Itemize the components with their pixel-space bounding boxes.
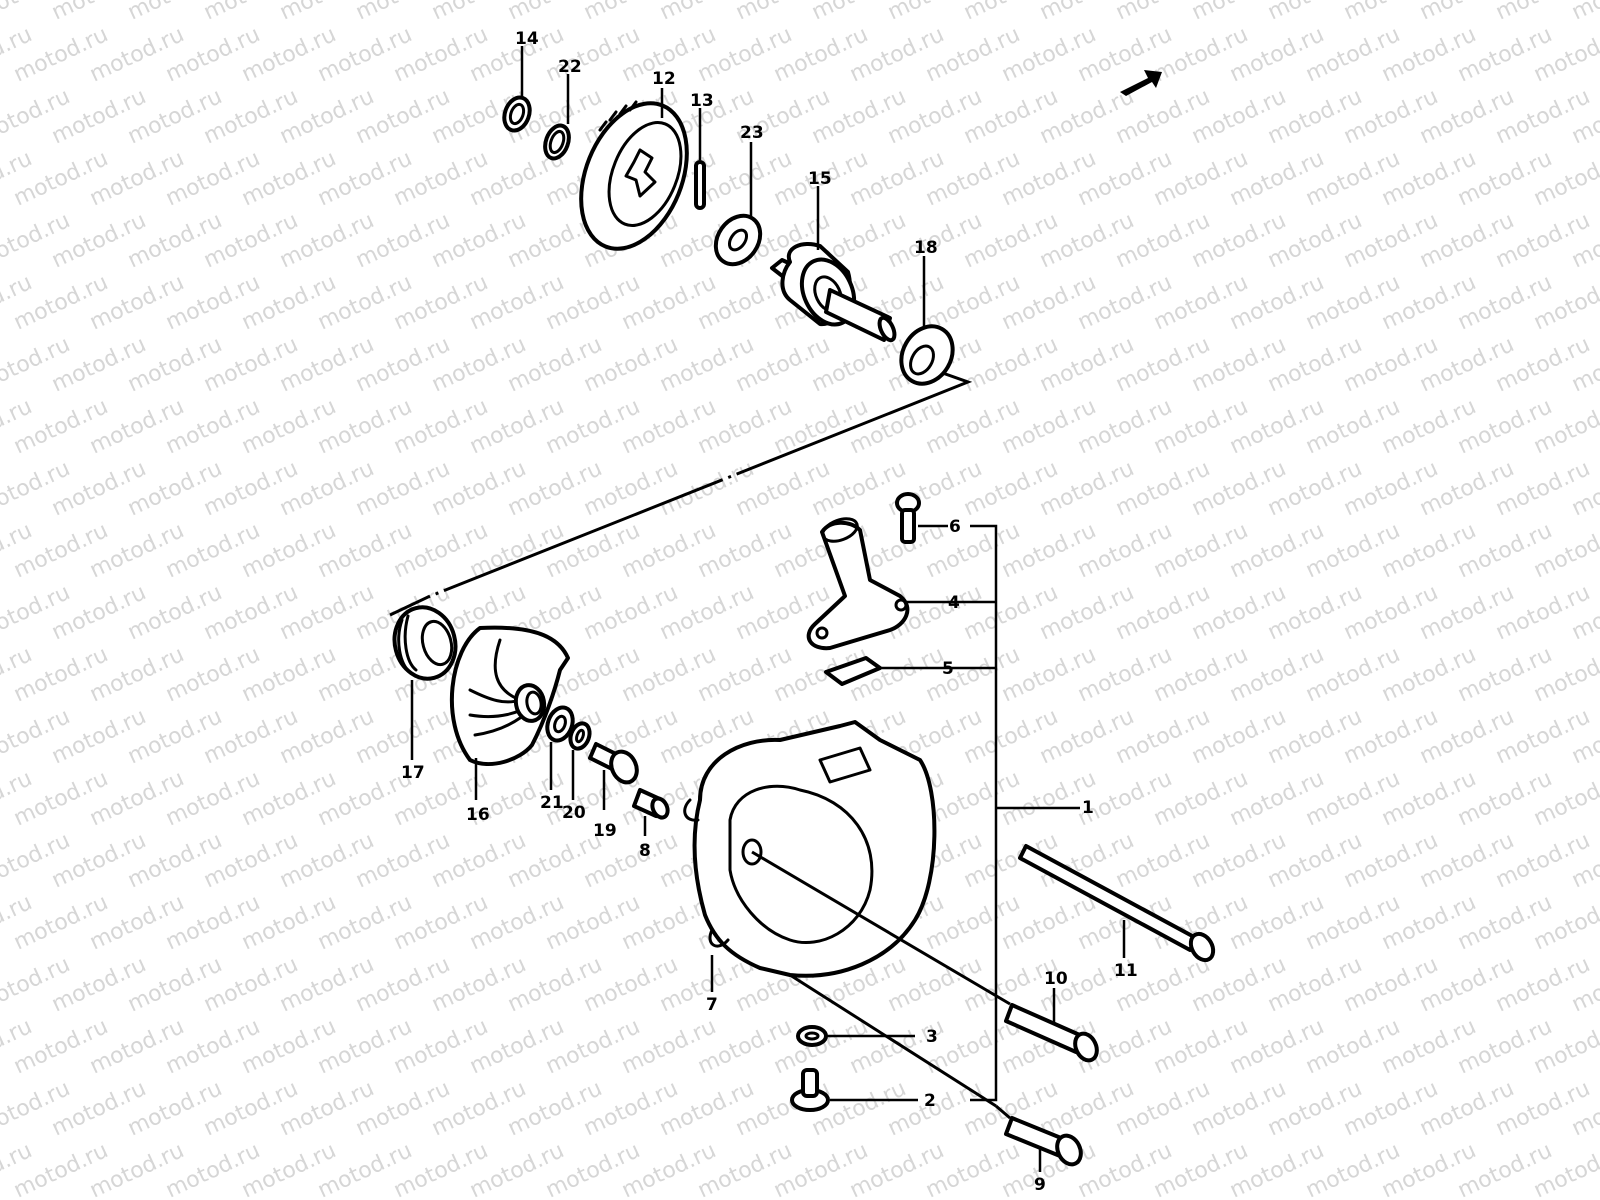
part-19-impeller-bolt [588, 742, 639, 785]
callout-1: 1 [1082, 798, 1094, 818]
callout-15: 15 [808, 169, 832, 189]
part-10-screw [1004, 1003, 1099, 1063]
part-6-screw [895, 492, 921, 544]
callout-16: 16 [466, 805, 490, 825]
callout-2: 2 [924, 1091, 936, 1111]
part-20-washer [568, 721, 592, 751]
callout-17: 17 [401, 763, 425, 783]
callout-3: 3 [926, 1027, 938, 1047]
callout-19: 19 [593, 821, 617, 841]
part-12-driven-gear [579, 100, 689, 251]
callout-18: 18 [914, 238, 938, 258]
callout-12: 12 [652, 69, 676, 89]
callout-14: 14 [515, 29, 539, 49]
part-11-long-screw [1018, 844, 1216, 963]
part-3-washer [796, 1025, 828, 1047]
watermark-text: motod.ru [1568, 0, 1600, 25]
part-18-oil-seal [899, 324, 955, 386]
callout-6: 6 [949, 517, 961, 537]
part-14-circlip [502, 95, 532, 133]
part-15-shaft-bearing [770, 242, 897, 343]
assembly-lines [751, 850, 1011, 1120]
callout-20: 20 [562, 803, 586, 823]
callout-13: 13 [690, 91, 714, 111]
part-17-mechanical-seal [392, 605, 458, 681]
callout-9: 9 [1034, 1175, 1046, 1195]
assembly-1-bracket [880, 524, 1080, 1102]
callout-10: 10 [1044, 969, 1068, 989]
callout-8: 8 [639, 841, 651, 861]
callout-labels: 14 22 12 13 23 15 18 6 4 5 1 17 16 21 20… [401, 29, 1138, 1195]
part-9-screw [1004, 1116, 1083, 1167]
callout-11: 11 [1114, 961, 1138, 981]
callout-21: 21 [540, 793, 564, 813]
front-direction-arrow-icon [1120, 70, 1162, 96]
part-23-washer [713, 213, 763, 267]
part-13-pin [694, 160, 706, 210]
callout-23: 23 [740, 123, 764, 143]
part-22-washer [543, 123, 571, 161]
part-8-dowel [632, 788, 670, 820]
callout-5: 5 [942, 659, 954, 679]
leader-lines [410, 46, 1126, 1172]
part-2-drain-bolt [790, 1068, 830, 1112]
part-7-pump-case [683, 720, 937, 978]
callout-22: 22 [558, 57, 582, 77]
part-16-impeller [449, 625, 570, 766]
part-4-outlet-union [806, 517, 910, 651]
callout-4: 4 [948, 593, 960, 613]
part-21-seal-washer [545, 705, 575, 743]
callout-7: 7 [706, 995, 718, 1015]
